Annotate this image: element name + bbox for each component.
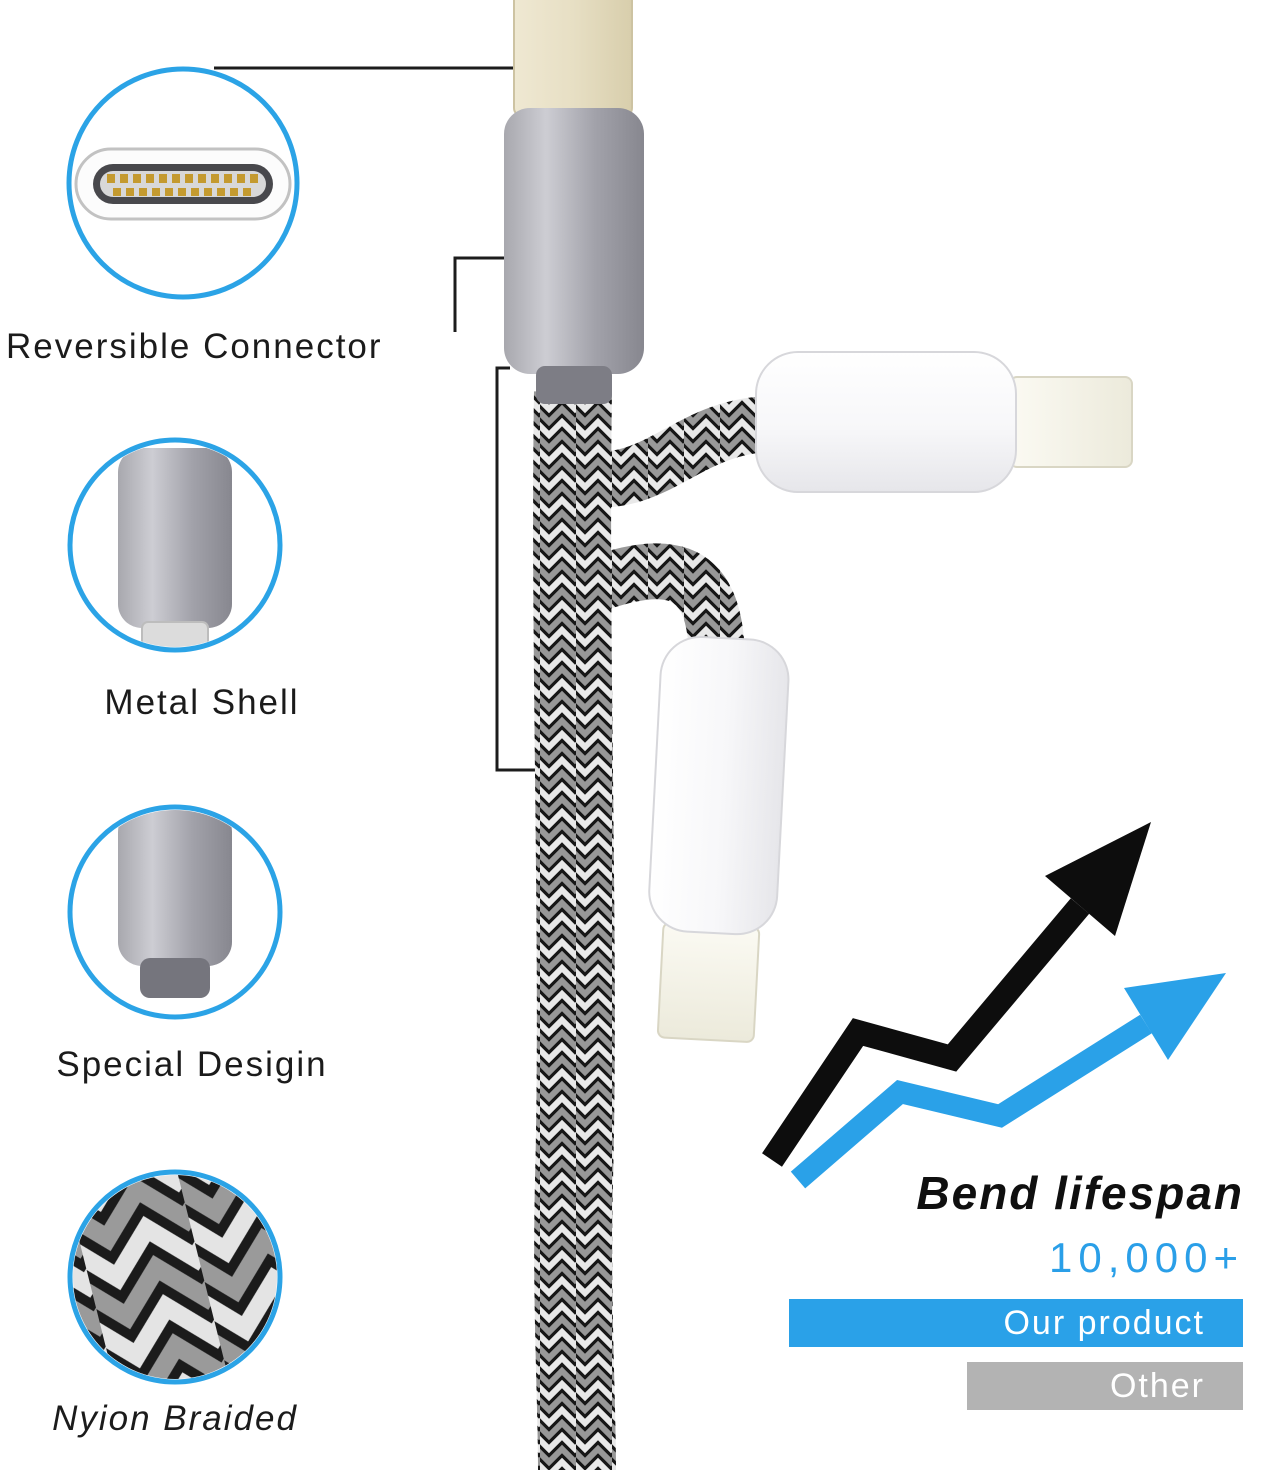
special-design-circle [67, 804, 283, 1020]
metal-shell-zoom-tip [141, 621, 209, 647]
blue-arrow-head [1124, 973, 1226, 1060]
special-design-collar [140, 958, 210, 998]
braided-cable [533, 391, 616, 1470]
special-design-shell [118, 810, 232, 966]
our-product-banner: Our product [789, 1299, 1243, 1347]
callout-lines [214, 66, 538, 772]
bend-lifespan-value: 10,000+ [1049, 1234, 1244, 1281]
reversible-connector-label: Reversible Connector [6, 327, 383, 366]
black-arrow-head [1045, 822, 1151, 936]
metal-shell-zoom [118, 448, 232, 628]
nylon-braided-circle [67, 1169, 283, 1385]
metal-shell-label: Metal Shell [104, 683, 300, 722]
braid-zoom [73, 1175, 277, 1379]
connector-down-tip [656, 921, 761, 1043]
usb-c-port-pins [107, 174, 258, 196]
other-label: Other [1109, 1366, 1205, 1405]
nylon-braided-label: Nyion Braided [52, 1399, 298, 1438]
usb-c-connector-right [755, 351, 1133, 493]
black-arrow-shaft [762, 898, 1090, 1167]
strain-relief-collar [536, 366, 612, 404]
metal-shell-body [504, 108, 644, 374]
connector-right-tip [1009, 376, 1133, 468]
connector-right-body [755, 351, 1017, 493]
plug-tip [513, 0, 633, 117]
blue-arrow-shaft [790, 1014, 1152, 1189]
reversible-connector-circle [66, 66, 300, 300]
special-design-label: Special Desigin [56, 1045, 328, 1084]
other-banner: Other [967, 1362, 1243, 1410]
usb-c-connector-main [504, 0, 644, 404]
usb-c-connector-down [648, 635, 790, 1043]
our-product-label: Our product [1003, 1303, 1205, 1342]
bend-lifespan-title: Bend lifespan [916, 1167, 1244, 1219]
bend-lifespan-arrows [762, 822, 1226, 1189]
connector-down-body [648, 635, 790, 936]
callout-line-cable [495, 366, 538, 772]
callout-line-shell [453, 256, 512, 332]
metal-shell-circle [67, 437, 283, 653]
